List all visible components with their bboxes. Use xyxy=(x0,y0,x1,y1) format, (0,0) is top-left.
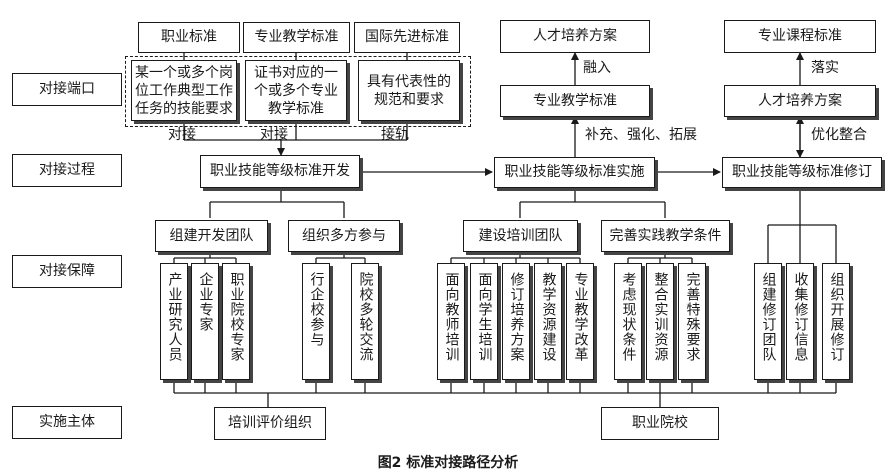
talent-plan-top-box: 人才培养方案 xyxy=(500,20,650,53)
conditions-box: 完善实践教学条件 xyxy=(601,220,730,252)
link-label-c: 接轨 xyxy=(381,127,409,143)
vocational-standard-box: 职业标准 xyxy=(138,22,240,53)
teaching-desc-box: 证书对应的一个或多个专业教学标准 xyxy=(245,60,347,121)
develop-box: 职业技能等级标准开发 xyxy=(200,155,360,188)
item-collect-info: 收集修订信息 xyxy=(786,263,814,380)
prof-teaching-standard-box: 专业教学标准 xyxy=(500,85,650,117)
talent-plan-mid-box: 人才培养方案 xyxy=(724,85,876,117)
international-desc-box: 具有代表性的规范和要求 xyxy=(358,60,460,121)
item-industry-researchers: 产业研究人员 xyxy=(160,263,188,380)
row-label-subject: 实施主体 xyxy=(12,406,122,439)
item-resources: 教学资源建设 xyxy=(534,263,562,380)
item-student-training: 面向学生培训 xyxy=(470,263,498,380)
multi-party-box: 组织多方参与 xyxy=(288,220,400,252)
item-consider-status: 考虑现状条件 xyxy=(614,263,642,380)
implement-label: 落实 xyxy=(811,60,839,76)
item-special-requirements: 完善特殊要求 xyxy=(678,263,706,380)
item-revise-plan: 修订培养方案 xyxy=(502,263,530,380)
item-rotation: 院校多轮交流 xyxy=(351,263,379,380)
item-industry-school: 行企校参与 xyxy=(302,263,330,380)
figure-caption: 图2 标准对接路径分析 xyxy=(377,455,519,471)
teaching-standard-box: 专业教学标准 xyxy=(243,22,350,53)
row-label-process: 对接过程 xyxy=(12,154,122,187)
course-standard-box: 专业课程标准 xyxy=(724,20,876,53)
vocational-desc-box: 某一个或多个岗位工作典型工作任务的技能要求 xyxy=(131,60,237,121)
revise-box: 职业技能等级标准修订 xyxy=(722,157,882,188)
item-organize-revise: 组织开展修订 xyxy=(822,263,850,380)
item-enterprise-experts: 企业专家 xyxy=(191,263,219,380)
integrate-label: 融入 xyxy=(583,60,611,76)
supplement-label: 补充、强化、拓展 xyxy=(585,127,697,143)
team-build-box: 组建开发团队 xyxy=(155,220,268,252)
college-box: 职业院校 xyxy=(601,407,719,440)
item-reform: 专业教学改革 xyxy=(566,263,594,380)
item-integrate-resources: 整合实训资源 xyxy=(646,263,674,380)
row-label-port: 对接端口 xyxy=(12,73,122,106)
item-revise-team: 组建修订团队 xyxy=(754,263,782,380)
item-teacher-training: 面向教师培训 xyxy=(437,263,465,380)
practice-box: 职业技能等级标准实施 xyxy=(494,157,655,188)
international-standard-box: 国际先进标准 xyxy=(354,22,460,53)
link-label-b: 对接 xyxy=(260,127,288,143)
link-label-a: 对接 xyxy=(168,127,196,143)
training-org-box: 培训评价组织 xyxy=(214,407,326,440)
row-label-guarantee: 对接保障 xyxy=(12,255,122,288)
training-team-box: 建设培训团队 xyxy=(463,220,578,252)
port-dashed-group xyxy=(125,56,471,127)
optimize-label: 优化整合 xyxy=(811,127,867,143)
item-college-experts: 职业院校专家 xyxy=(222,263,250,380)
